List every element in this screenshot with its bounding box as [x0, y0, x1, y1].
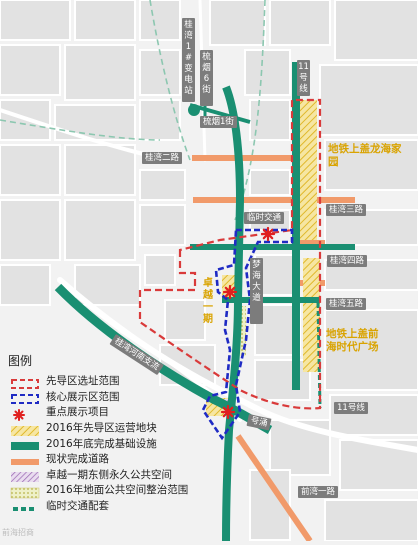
- city-block: [64, 144, 136, 196]
- substation-marker: [188, 104, 200, 116]
- city-block: [74, 0, 136, 41]
- legend-title: 图例: [8, 354, 33, 368]
- dashed-green-guides: [0, 0, 266, 221]
- red-asterisk-icon: [10, 406, 40, 421]
- legend-items: 先导区选址范围核心展示区范围重点展示项目 2016年先导区运营地块 2016年底完成…: [6, 373, 256, 513]
- yellow-hatch-icon: [10, 422, 40, 436]
- legend-label: 2016年先导区运营地块: [46, 422, 157, 435]
- temp-traffic-label: 临时交通: [244, 212, 285, 224]
- city-block: [139, 204, 186, 246]
- substation-label: 桂湾1#变电站: [182, 18, 195, 102]
- legend-item-pilot: 先导区选址范围: [6, 373, 256, 389]
- legend-label: 现状完成道路: [46, 453, 109, 466]
- city-block: [164, 299, 206, 341]
- legend-item-key_project: 重点展示项目: [6, 404, 256, 421]
- city-block: [209, 0, 266, 46]
- infrastructure-2016: [54, 62, 355, 542]
- city-block: [139, 0, 181, 41]
- city-block: [249, 169, 291, 196]
- city-block: [0, 44, 61, 96]
- metro-qianhai-label: 地铁上盖前海时代广场: [326, 328, 379, 353]
- metro-longhai-label: 地铁上盖龙海家园: [328, 143, 402, 168]
- legend-item-ground_space: 2016年地面公共空间整治范围: [6, 482, 256, 499]
- city-block: [64, 44, 136, 101]
- line11-top-label: 11号线: [297, 60, 310, 96]
- legend-item-temp_support: 临时交通配套: [6, 498, 256, 514]
- guiwan5-road-label: 桂湾五路: [326, 298, 367, 310]
- city-block: [324, 309, 418, 391]
- orange-line-icon: [10, 453, 40, 465]
- city-block: [334, 0, 418, 61]
- guiwan1-street-label: 梳烟1街: [200, 116, 237, 128]
- city-block: [54, 104, 136, 141]
- legend-label: 先导区选址范围: [46, 375, 120, 388]
- legend-item-plot2016: 2016年先导区运营地块: [6, 420, 256, 436]
- city-block: [144, 254, 176, 286]
- zhuoyue-phase1-label: 卓越一期: [203, 278, 213, 325]
- watermark: 前海招商: [2, 528, 34, 537]
- menghai-avenue-label: 梦海大道: [250, 258, 263, 324]
- qianwan1-road-label: 前湾一路: [298, 486, 339, 498]
- green-line-icon: [10, 437, 40, 451]
- legend-label: 临时交通配套: [46, 500, 109, 513]
- key-project-markers: [220, 226, 276, 420]
- core-area-boundary: [201, 228, 294, 441]
- city-block: [139, 49, 181, 96]
- city-block: [254, 359, 311, 401]
- line11-bottom-label: 11号线: [334, 402, 368, 414]
- blue-dashed-rect-icon: [10, 390, 40, 405]
- guiwan6-street-label: 梳烟6街: [200, 50, 213, 106]
- legend-item-roads: 现状完成道路: [6, 451, 256, 467]
- city-block: [0, 144, 61, 196]
- red-dashed-rect-icon: [10, 375, 40, 389]
- city-block: [269, 0, 331, 46]
- legend-item-core: 核心展示区范围: [6, 389, 256, 405]
- city-block: [64, 199, 136, 261]
- guiwan4-road-label: 桂湾四路: [327, 255, 368, 267]
- city-block: [0, 264, 51, 306]
- city-block: [0, 0, 71, 41]
- legend-label: 2016年底完成基础设施: [46, 437, 157, 450]
- legend-label: 卓越一期东侧永久公共空间: [46, 468, 172, 481]
- city-block: [329, 394, 418, 436]
- legend-label: 2016年地面公共空间整治范围: [46, 484, 189, 497]
- guiwan3-road-label: 桂湾三路: [326, 204, 367, 216]
- purple-hatch-icon: [10, 468, 40, 483]
- legend-item-public_space: 卓越一期东侧永久公共空间: [6, 467, 256, 483]
- yellow-dot-icon: [10, 484, 40, 499]
- city-block: [139, 99, 181, 141]
- legend-label: 重点展示项目: [46, 406, 109, 419]
- pilot-area-boundary: [138, 98, 322, 410]
- city-block: [0, 199, 61, 261]
- legend-label: 核心展示区范围: [46, 390, 120, 403]
- city-block: [324, 499, 418, 542]
- legend-item-infra2016: 2016年底完成基础设施: [6, 435, 256, 451]
- city-block: [139, 169, 186, 201]
- green-dash-icon: [10, 500, 40, 512]
- guiwan2-road-label: 桂湾二路: [142, 152, 183, 164]
- city-block: [244, 49, 291, 96]
- legend: 图例 先导区选址范围核心展示区范围重点展示项目 2016年先导区运营地块 2016年…: [6, 352, 256, 513]
- city-block: [324, 139, 418, 191]
- city-block: [319, 64, 418, 136]
